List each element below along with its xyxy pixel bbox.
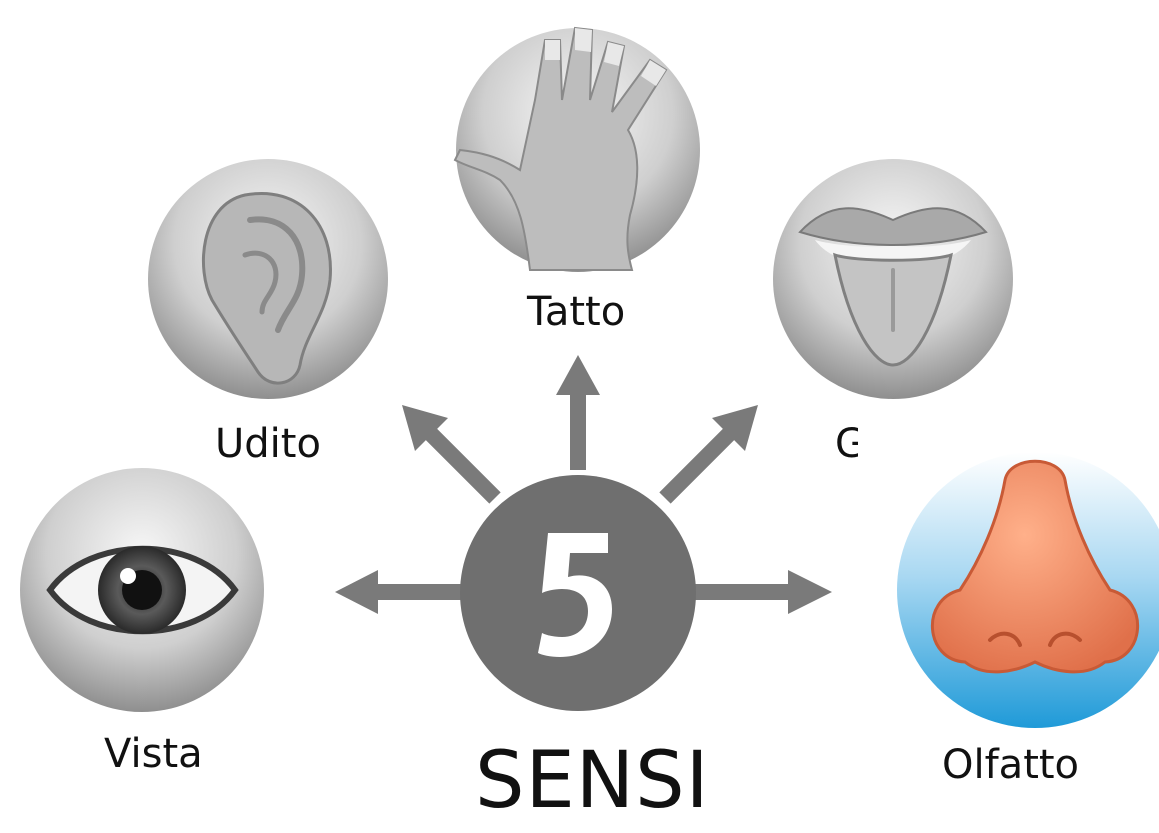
center-five-circle xyxy=(460,475,696,711)
label-olfatto: Olfatto xyxy=(942,742,1080,788)
diagram-title: SENSI xyxy=(475,736,710,826)
label-tatto: Tatto xyxy=(527,289,626,335)
hand-icon xyxy=(453,26,700,272)
arrow-up xyxy=(556,355,600,470)
arrows xyxy=(335,355,832,614)
ear-icon xyxy=(148,159,388,399)
number-five-glyph xyxy=(538,533,612,657)
label-vista: Vista xyxy=(104,731,203,777)
arrow-upper-right xyxy=(659,405,758,504)
arrow-left xyxy=(335,570,465,614)
label-udito: Udito xyxy=(215,421,321,467)
label-occluder xyxy=(858,418,886,474)
eye-icon xyxy=(20,468,264,712)
mouth-icon xyxy=(773,159,1013,399)
arrow-right xyxy=(695,570,832,614)
arrow-upper-left xyxy=(402,405,501,504)
nose-icon xyxy=(897,452,1159,728)
